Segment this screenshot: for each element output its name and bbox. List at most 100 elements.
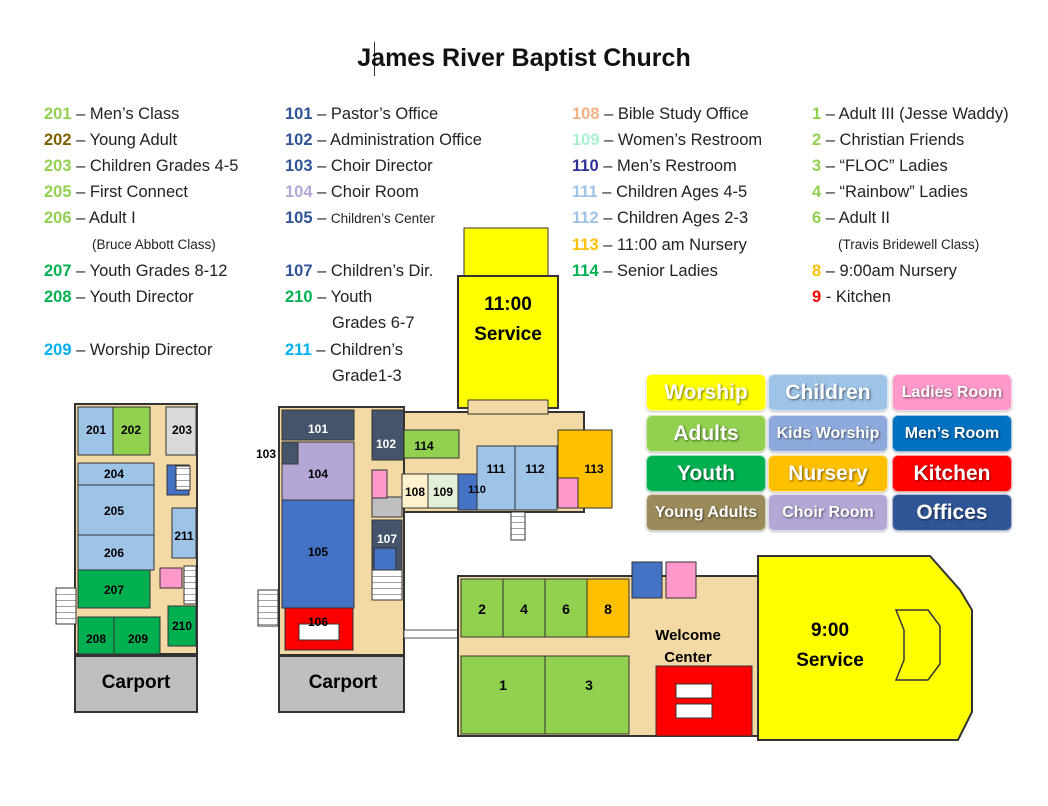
label-welcome-b: Center bbox=[664, 649, 712, 666]
restroom-mens bbox=[373, 547, 397, 571]
room-202 bbox=[112, 406, 151, 456]
building-200-labels: 201 202 203 204 205 206 207 208 209 210 … bbox=[86, 423, 194, 693]
stairs bbox=[175, 465, 191, 491]
legend-num: 201 bbox=[44, 105, 72, 123]
legend-num: 110 bbox=[572, 157, 599, 175]
label-11-service-b: Service bbox=[474, 324, 542, 345]
restroom-ladies bbox=[371, 469, 388, 499]
legend-subtext: (Bruce Abbott Class) bbox=[92, 237, 216, 252]
legend-item: 3 – “FLOC” Ladies bbox=[812, 156, 948, 176]
legend-item: 107 – Children’s Dir. bbox=[285, 261, 433, 281]
key-offices: Offices bbox=[892, 494, 1012, 531]
kitchen-counter bbox=[298, 623, 340, 641]
label-101: 101 bbox=[308, 422, 328, 436]
label-113: 113 bbox=[584, 462, 604, 476]
legend-text: – Youth Grades 8-12 bbox=[71, 262, 228, 280]
room-9-kitchen bbox=[655, 665, 753, 737]
legend-num: 209 bbox=[44, 341, 72, 359]
legend-text: – “Rainbow” Ladies bbox=[821, 183, 968, 201]
legend-num: 2 bbox=[812, 131, 822, 149]
label-108: 108 bbox=[405, 485, 425, 499]
legend-text: – Worship Director bbox=[71, 341, 213, 359]
room-205 bbox=[77, 484, 155, 536]
legend-num: 105 bbox=[285, 209, 313, 227]
legend-subtext: Grade1-3 bbox=[332, 367, 402, 385]
key-kitchen: Kitchen bbox=[892, 455, 1012, 492]
legend-text: – Youth bbox=[312, 288, 373, 306]
room-210 bbox=[167, 605, 197, 647]
legend-text: – Pastor’s Office bbox=[312, 105, 439, 123]
legend-num: 205 bbox=[44, 183, 72, 201]
room-6 bbox=[544, 578, 588, 638]
legend-text: – 9:00am Nursery bbox=[821, 262, 957, 280]
kitchen-counter bbox=[675, 703, 713, 719]
text-cursor bbox=[374, 42, 375, 76]
label-202: 202 bbox=[121, 423, 141, 437]
label-207: 207 bbox=[104, 583, 124, 597]
legend-item: 2 – Christian Friends bbox=[812, 130, 964, 150]
legend-item: 110 – Men’s Restroom bbox=[572, 156, 737, 176]
legend-item: 6 – Adult II bbox=[812, 208, 890, 228]
carport-middle bbox=[278, 655, 405, 713]
legend-text: – Adult I bbox=[71, 209, 136, 227]
legend-text: – Bible Study Office bbox=[599, 105, 749, 123]
room-105 bbox=[281, 499, 355, 609]
building-main-labels: 2 4 6 8 1 3 Welcome Center 9:00 Service bbox=[478, 601, 864, 693]
label-welcome: Welcome bbox=[655, 627, 721, 644]
key-adults: Adults bbox=[646, 415, 766, 452]
legend-num: 3 bbox=[812, 157, 822, 175]
label-109: 109 bbox=[433, 485, 453, 499]
sanctuary-11am bbox=[457, 275, 559, 409]
room-112 bbox=[514, 445, 558, 511]
legend-item: 208 – Youth Director bbox=[44, 287, 194, 307]
legend-num: 202 bbox=[44, 131, 72, 149]
legend-item: 8 – 9:00am Nursery bbox=[812, 261, 957, 281]
room-102 bbox=[371, 409, 405, 461]
label-112: 112 bbox=[525, 462, 545, 476]
legend-text: – Children’s Dir. bbox=[312, 262, 434, 280]
utility-room bbox=[371, 496, 403, 518]
legend-num: 6 bbox=[812, 209, 822, 227]
legend-text: – Children Grades 4-5 bbox=[71, 157, 239, 175]
legend-text: – Children Ages 4-5 bbox=[597, 183, 748, 201]
legend-item: 201 – Men’s Class bbox=[44, 104, 179, 124]
label-204: 204 bbox=[104, 467, 124, 481]
key-choir-room: Choir Room bbox=[768, 494, 888, 531]
legend-item: 104 – Choir Room bbox=[285, 182, 419, 202]
legend-subtext: (Travis Bridewell Class) bbox=[838, 237, 980, 252]
building-main bbox=[457, 555, 973, 741]
label-107: 107 bbox=[377, 532, 397, 546]
center-section bbox=[401, 227, 613, 541]
room-114 bbox=[403, 429, 460, 459]
label-114: 114 bbox=[414, 439, 434, 453]
label-111: 111 bbox=[487, 462, 506, 476]
legend-item: 9 - Kitchen bbox=[812, 287, 891, 307]
legend-num: 113 bbox=[572, 236, 599, 254]
building-100-wing bbox=[257, 406, 405, 713]
label-206: 206 bbox=[104, 546, 124, 560]
label-105: 105 bbox=[308, 545, 328, 559]
legend-item: 205 – First Connect bbox=[44, 182, 188, 202]
label-203: 203 bbox=[172, 423, 192, 437]
label-106: 106 bbox=[308, 615, 328, 629]
label-205: 205 bbox=[104, 504, 124, 518]
legend-num: 9 bbox=[812, 288, 822, 306]
restroom-ladies bbox=[557, 477, 579, 509]
legend-subtext: Grades 6-7 bbox=[332, 314, 415, 332]
legend-text: – Men’s Class bbox=[71, 105, 180, 123]
legend-item: 4 – “Rainbow” Ladies bbox=[812, 182, 968, 202]
label-carport-middle: Carport bbox=[309, 672, 378, 693]
legend-num: 102 bbox=[285, 131, 313, 149]
label-3: 3 bbox=[585, 677, 593, 693]
legend-text: – Adult II bbox=[821, 209, 890, 227]
legend-num: 112 bbox=[572, 209, 599, 227]
legend-item: 111 – Children Ages 4-5 bbox=[572, 182, 747, 202]
carport-left bbox=[74, 655, 198, 713]
room-206 bbox=[77, 534, 155, 571]
restroom-ladies bbox=[159, 567, 183, 589]
room-211 bbox=[171, 507, 197, 559]
legend-num: 1 bbox=[812, 105, 822, 123]
room-3 bbox=[544, 655, 630, 735]
label-211: 211 bbox=[174, 529, 194, 543]
